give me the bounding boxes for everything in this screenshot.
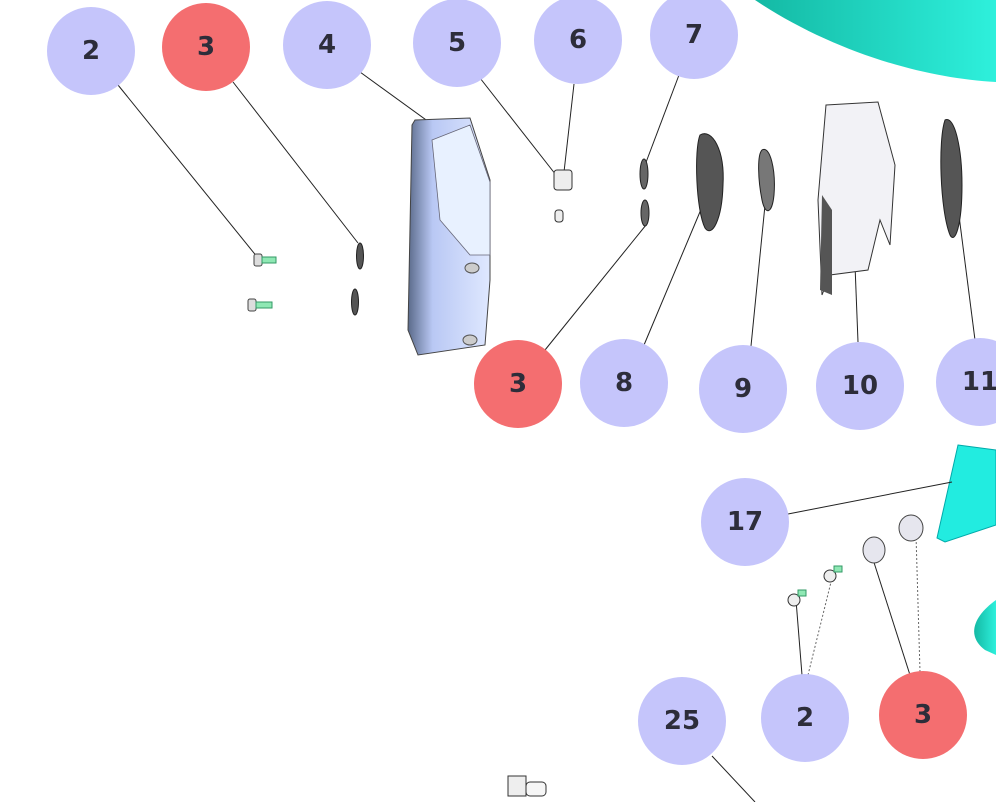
callout-17[interactable]: 17: [701, 478, 789, 566]
callout-10[interactable]: 10: [816, 342, 904, 430]
washer-part: [351, 288, 359, 316]
svg-text:10: 10: [842, 371, 878, 401]
washer-part: [898, 514, 924, 542]
teal-bracket-17: [936, 444, 996, 543]
svg-text:25: 25: [664, 706, 700, 736]
nut-part-6: [553, 169, 573, 191]
svg-text:9: 9: [734, 374, 752, 404]
callout-3[interactable]: 3: [879, 671, 967, 759]
plate-part-11: [940, 119, 963, 238]
bracket-face: [431, 124, 491, 256]
svg-text:11: 11: [962, 367, 996, 397]
svg-text:5: 5: [448, 28, 466, 58]
svg-text:3: 3: [509, 369, 527, 399]
callout-4[interactable]: 4: [283, 1, 371, 89]
callout-25[interactable]: 25: [638, 677, 726, 765]
callout-3[interactable]: 3: [474, 340, 562, 428]
screw-part: [787, 589, 807, 607]
screw-part: [253, 253, 277, 267]
bracket-part-10: [817, 101, 896, 296]
svg-text:3: 3: [914, 700, 932, 730]
screw-part: [247, 298, 273, 312]
washer-part: [862, 536, 886, 564]
svg-text:7: 7: [685, 20, 703, 50]
callout-2[interactable]: 2: [47, 7, 135, 95]
callout-5[interactable]: 5: [413, 0, 501, 87]
teal-housing-top: [755, 0, 996, 82]
nut-part-5: [554, 209, 564, 223]
callout-6[interactable]: 6: [534, 0, 622, 84]
hole: [462, 334, 478, 346]
callout-11[interactable]: 11: [936, 338, 996, 426]
callout-9[interactable]: 9: [699, 345, 787, 433]
washer-part-3: [640, 199, 650, 227]
hole: [464, 262, 480, 274]
svg-text:3: 3: [197, 32, 215, 62]
svg-text:4: 4: [318, 30, 336, 60]
bracket-shade: [820, 195, 832, 295]
teal-housing-bottom: [974, 600, 996, 655]
svg-text:6: 6: [569, 25, 587, 55]
callout-3[interactable]: 3: [162, 3, 250, 91]
callout-2[interactable]: 2: [761, 674, 849, 762]
washer-part-7: [639, 158, 649, 190]
screw-part: [823, 565, 843, 583]
callout-7[interactable]: 7: [650, 0, 738, 79]
washer-part: [356, 242, 364, 270]
bolt-part-25: [507, 775, 547, 797]
svg-text:2: 2: [796, 703, 814, 733]
plate-part-8: [696, 133, 724, 232]
spacer-part-9: [758, 148, 775, 212]
svg-text:2: 2: [82, 36, 100, 66]
svg-text:17: 17: [727, 507, 763, 537]
svg-text:8: 8: [615, 368, 633, 398]
callout-8[interactable]: 8: [580, 339, 668, 427]
leader-lines: [117, 71, 976, 802]
